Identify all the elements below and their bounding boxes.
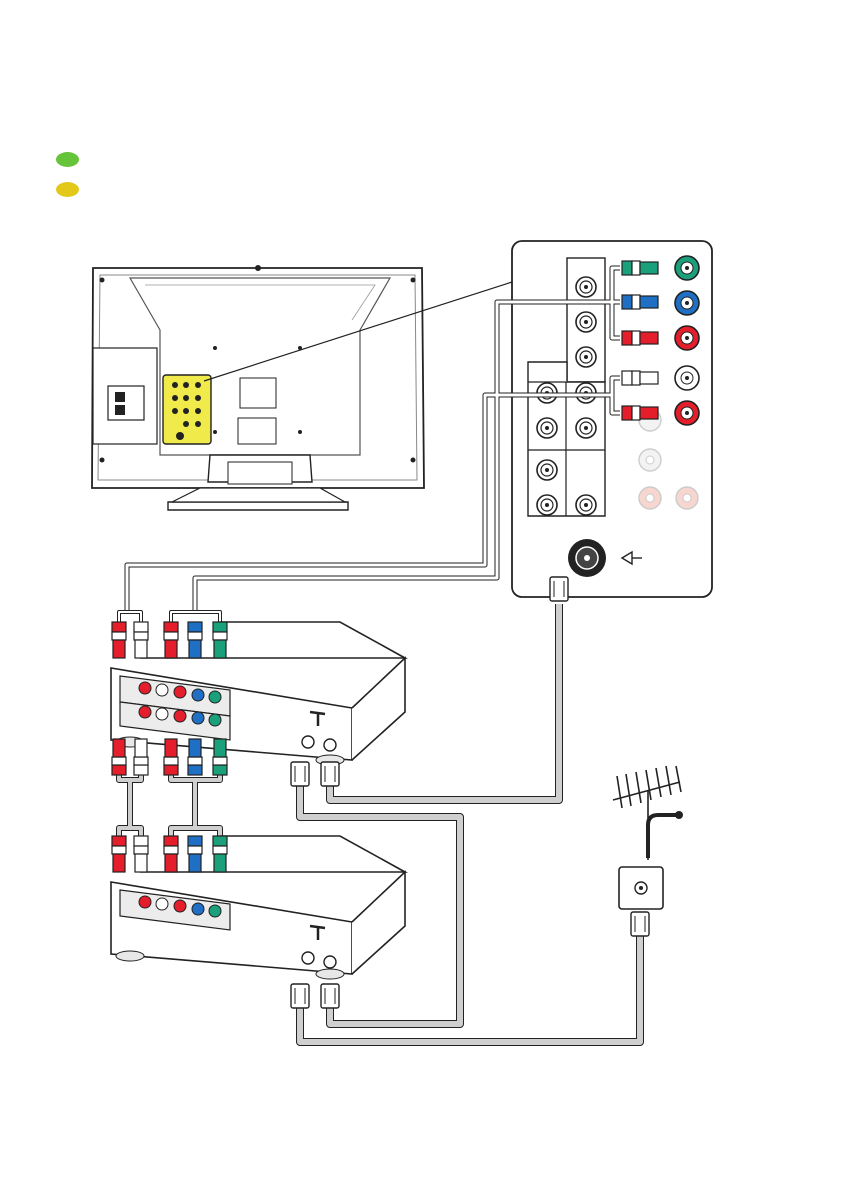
device-2 — [111, 836, 405, 1008]
device-1 — [111, 622, 405, 786]
wall-socket — [619, 867, 663, 936]
jack-red-icon — [675, 326, 699, 350]
jack-blue-icon — [675, 291, 699, 315]
jack-red-icon — [675, 401, 699, 425]
jack-white-icon — [675, 366, 699, 390]
tv-back — [92, 265, 512, 510]
jack-green-icon — [675, 256, 699, 280]
